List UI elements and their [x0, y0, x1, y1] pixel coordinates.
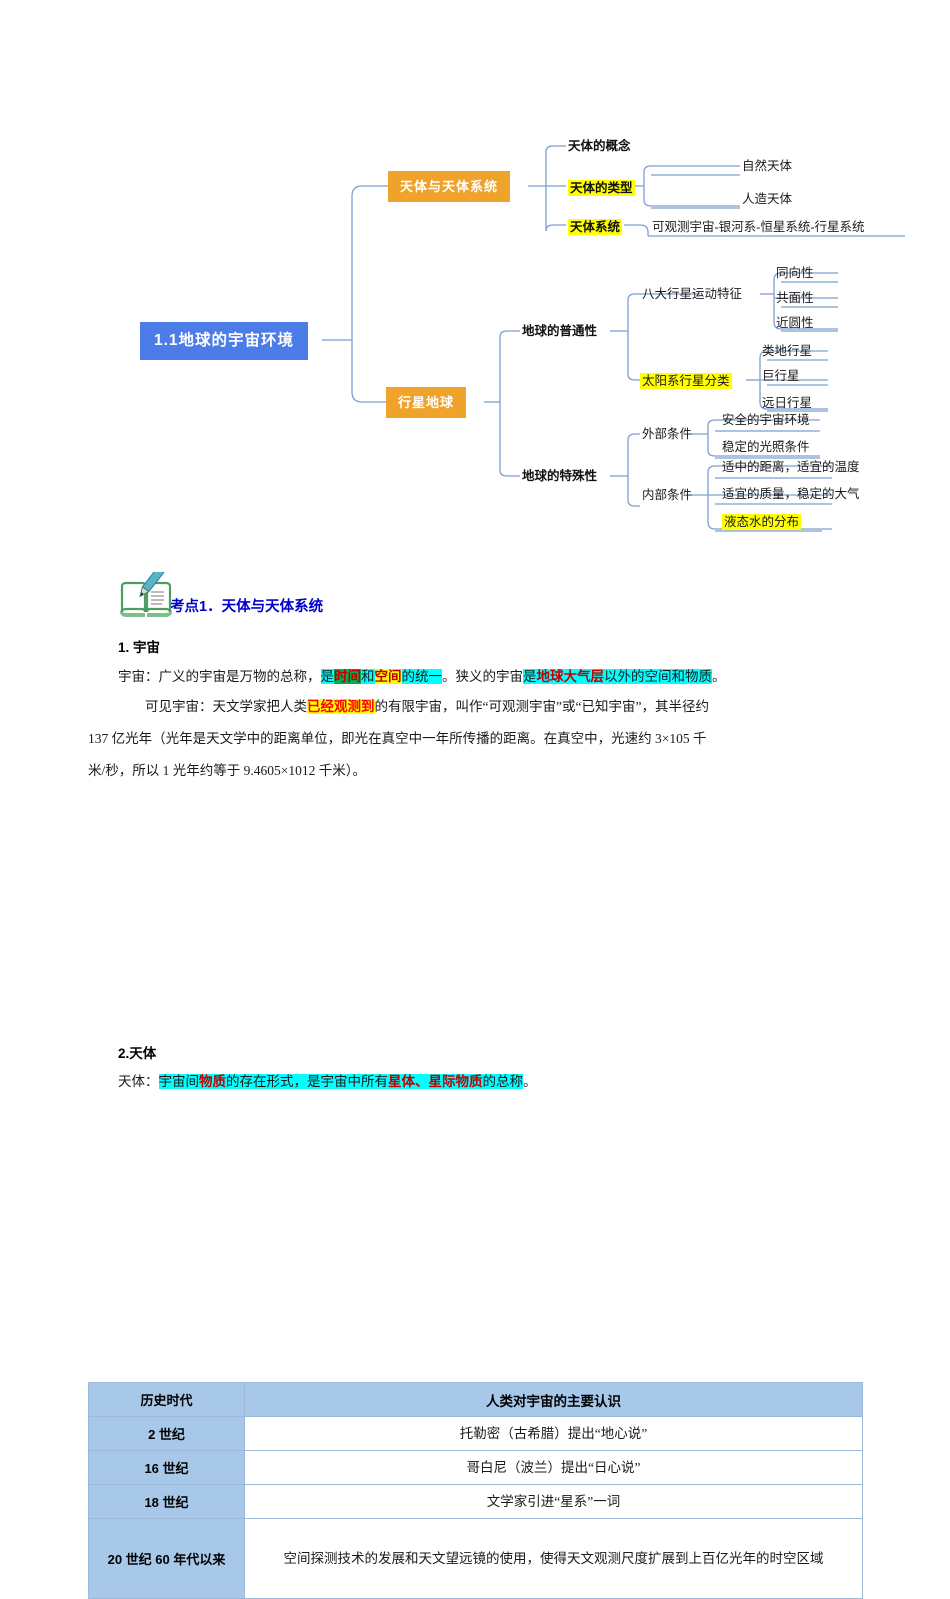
mindmap-node-celestial-system-label: 天体系统	[568, 219, 623, 235]
table-header-cognition: 人类对宇宙的主要认识	[244, 1382, 863, 1417]
mindmap-node-earth-ordinary: 地球的普通性	[522, 324, 598, 338]
mindmap-node-eight-planets-motion: 八大行星运动特征	[642, 287, 743, 301]
mindmap-node-internal-conditions: 内部条件	[642, 488, 693, 502]
table-header-era: 历史时代	[88, 1382, 245, 1417]
book-pencil-icon	[118, 563, 174, 620]
mindmap-connectors	[322, 145, 905, 532]
table-cell-desc: 哥白尼（波兰）提出“日心说”	[244, 1450, 863, 1485]
paragraph-lightyear-line1: 137 亿光年（光年是天文学中的距离单位，即光在真空中一年所传播的距离。在真空中…	[88, 731, 707, 746]
mindmap-root-node: 1.1地球的宇宙环境	[140, 322, 309, 360]
mindmap-node-artificial-celestial: 人造天体	[742, 192, 793, 206]
p1-seg11: 。	[712, 669, 726, 684]
mindmap-node-giant-planet: 巨行星	[762, 369, 800, 383]
section-heading-celestial-body: 2.天体	[118, 1046, 157, 1061]
p1-seg7: 。狭义的宇宙	[442, 669, 523, 684]
p2-seg1: 可见宇宙：天文学家把人类	[145, 699, 307, 714]
p5-seg3: 物质	[199, 1074, 226, 1089]
p1-seg5: 空间	[374, 669, 402, 684]
p2-seg3: 的有限宇宙，叫作“可观测宇宙”或“已知宇宙”，其半径约	[374, 699, 709, 714]
paragraph-universe-definition: 宇宙：广义的宇宙是万物的总称，是时间和空间的统一。狭义的宇宙是地球大气层以外的空…	[118, 669, 726, 684]
table-cell-era: 20 世纪 60 年代以来	[88, 1518, 245, 1599]
p1-seg6: 的统一	[401, 669, 442, 684]
paragraph-observable-universe: 可见宇宙：天文学家把人类已经观测到的有限宇宙，叫作“可观测宇宙”或“已知宇宙”，…	[145, 699, 709, 714]
paragraph-celestial-definition: 天体：宇宙间物质的存在形式，是宇宙中所有星体、星际物质的总称。	[118, 1074, 537, 1089]
table-row: 16 世纪 哥白尼（波兰）提出“日心说”	[88, 1450, 863, 1485]
mindmap-node-safe-space-env: 安全的宇宙环境	[722, 413, 810, 427]
p1-seg1: 宇宙：广义的宇宙是万物的总称，	[118, 669, 321, 684]
mindmap-node-far-sun-planet: 远日行星	[762, 396, 813, 410]
mindmap-node-celestial-system: 天体系统	[568, 219, 623, 235]
mindmap-node-coplanar: 共面性	[776, 291, 814, 305]
mindmap-diagram: 1.1地球的宇宙环境 天体与天体系统 行星地球 天体的概念 天体的类型 自然天体…	[0, 0, 950, 560]
table-row: 2 世纪 托勒密（古希腊）提出“地心说”	[88, 1416, 863, 1451]
p1-seg10: 以外的空间和物质	[604, 669, 712, 684]
mindmap-node-natural-celestial: 自然天体	[742, 159, 793, 173]
mindmap-node-suitable-mass-atmosphere: 适宜的质量，稳定的大气	[722, 487, 860, 501]
mindmap-node-terrestrial-planet: 类地行星	[762, 344, 813, 358]
kaodian-heading-row: 考点1．天体与天体系统	[118, 563, 324, 620]
table-cell-era: 16 世纪	[88, 1450, 245, 1485]
mindmap-node-celestial-concept: 天体的概念	[568, 139, 631, 153]
mindmap-node-moderate-distance-temp: 适中的距离，适宜的温度	[722, 460, 860, 474]
table-header-row: 历史时代 人类对宇宙的主要认识	[88, 1382, 863, 1417]
p1-seg9: 地球大气层	[536, 669, 604, 684]
mindmap-node-solar-planet-classification-label: 太阳系行星分类	[640, 373, 732, 389]
mindmap-branch-planet-earth: 行星地球	[386, 387, 467, 418]
p1-seg3: 时间	[334, 669, 361, 684]
p1-seg4: 和	[361, 669, 375, 684]
p5-seg1: 天体：	[118, 1074, 159, 1089]
p5-seg7: 。	[523, 1074, 537, 1089]
p2-seg2: 已经观测到	[307, 699, 375, 714]
p5-seg6: 的总称	[482, 1074, 523, 1089]
mindmap-branch-celestial-systems: 天体与天体系统	[388, 171, 511, 202]
history-cognition-table: 历史时代 人类对宇宙的主要认识 2 世纪 托勒密（古希腊）提出“地心说” 16 …	[88, 1382, 863, 1599]
mindmap-node-near-circular: 近圆性	[776, 316, 814, 330]
table-cell-desc: 托勒密（古希腊）提出“地心说”	[244, 1416, 863, 1451]
table-cell-desc: 文学家引进“星系”一词	[244, 1484, 863, 1519]
table-cell-era: 2 世纪	[88, 1416, 245, 1451]
mindmap-node-celestial-type-label: 天体的类型	[568, 180, 635, 196]
kaodian-heading-text: 考点1．天体与天体系统	[170, 599, 324, 615]
table-row: 18 世纪 文学家引进“星系”一词	[88, 1484, 863, 1519]
p1-seg2: 是	[320, 669, 334, 684]
mindmap-node-celestial-type: 天体的类型	[568, 180, 635, 196]
p5-seg2: 宇宙间	[158, 1074, 199, 1089]
table-row: 20 世纪 60 年代以来 空间探测技术的发展和天文望远镜的使用，使得天文观测尺…	[88, 1518, 863, 1599]
mindmap-node-stable-illumination: 稳定的光照条件	[722, 440, 810, 454]
mindmap-node-liquid-water-label: 液态水的分布	[722, 514, 802, 530]
mindmap-node-same-direction: 同向性	[776, 266, 814, 280]
mindmap-node-earth-special: 地球的特殊性	[522, 469, 598, 483]
mindmap-node-solar-planet-classification: 太阳系行星分类	[640, 373, 732, 389]
table-cell-desc: 空间探测技术的发展和天文望远镜的使用，使得天文观测尺度扩展到上百亿光年的时空区域	[244, 1518, 863, 1599]
table-cell-era: 18 世纪	[88, 1484, 245, 1519]
mindmap-node-system-hierarchy: 可观测宇宙-银河系-恒星系统-行星系统	[652, 220, 865, 234]
p5-seg4: 的存在形式，是宇宙中所有	[226, 1074, 388, 1089]
section-heading-universe: 1. 宇宙	[118, 640, 161, 655]
mindmap-node-external-conditions: 外部条件	[642, 427, 693, 441]
mindmap-node-liquid-water: 液态水的分布	[722, 514, 802, 530]
p5-seg5: 星体、星际物质	[388, 1074, 483, 1089]
p1-seg8: 是	[523, 669, 537, 684]
paragraph-lightyear-line2: 米/秒，所以 1 光年约等于 9.4605×1012 千米）。	[88, 763, 366, 778]
